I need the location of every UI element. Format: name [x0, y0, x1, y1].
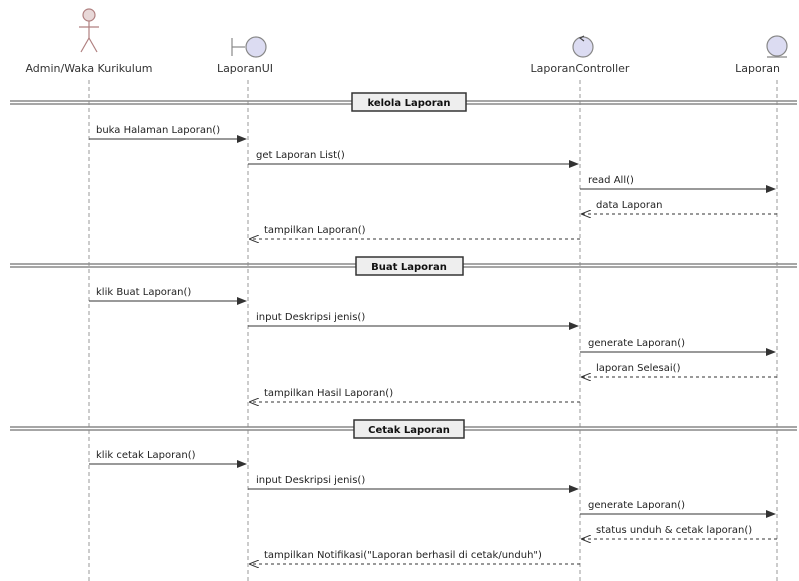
participant-label-admin: Admin/Waka Kurikulum [25, 62, 152, 75]
participant-label-laporan: Laporan [735, 62, 780, 75]
message-label: get Laporan List() [256, 150, 345, 161]
boundary-icon [231, 36, 267, 58]
fragment-kelola-laporan: kelola Laporan [10, 92, 797, 112]
message-label: input Deskripsi jenis() [256, 475, 365, 486]
message-label: klik Buat Laporan() [96, 287, 191, 298]
fragment-title: Buat Laporan [371, 262, 447, 273]
entity-icon [766, 35, 788, 58]
actor-icon [79, 8, 99, 53]
message-label: generate Laporan() [588, 338, 685, 349]
message-label: status unduh & cetak laporan() [596, 525, 752, 536]
control-icon [572, 35, 594, 58]
message-label: buka Halaman Laporan() [96, 125, 220, 136]
message-label: data Laporan [596, 200, 662, 211]
fragment-title: kelola Laporan [367, 98, 450, 109]
fragment-buat-laporan: Buat Laporan [10, 256, 797, 276]
message-label: tampilkan Notifikasi("Laporan berhasil d… [264, 550, 542, 561]
participant-label-laporan-controller: LaporanController [531, 62, 630, 75]
message-label: tampilkan Hasil Laporan() [264, 388, 393, 399]
message-label: read All() [588, 175, 634, 186]
fragment-title: Cetak Laporan [368, 425, 450, 436]
message-label: generate Laporan() [588, 500, 685, 511]
message-label: laporan Selesai() [596, 363, 681, 374]
participant-label-laporan-ui: LaporanUI [217, 62, 273, 75]
message-label: input Deskripsi jenis() [256, 312, 365, 323]
fragment-cetak-laporan: Cetak Laporan [10, 419, 797, 439]
message-label: klik cetak Laporan() [96, 450, 196, 461]
message-label: tampilkan Laporan() [264, 225, 366, 236]
